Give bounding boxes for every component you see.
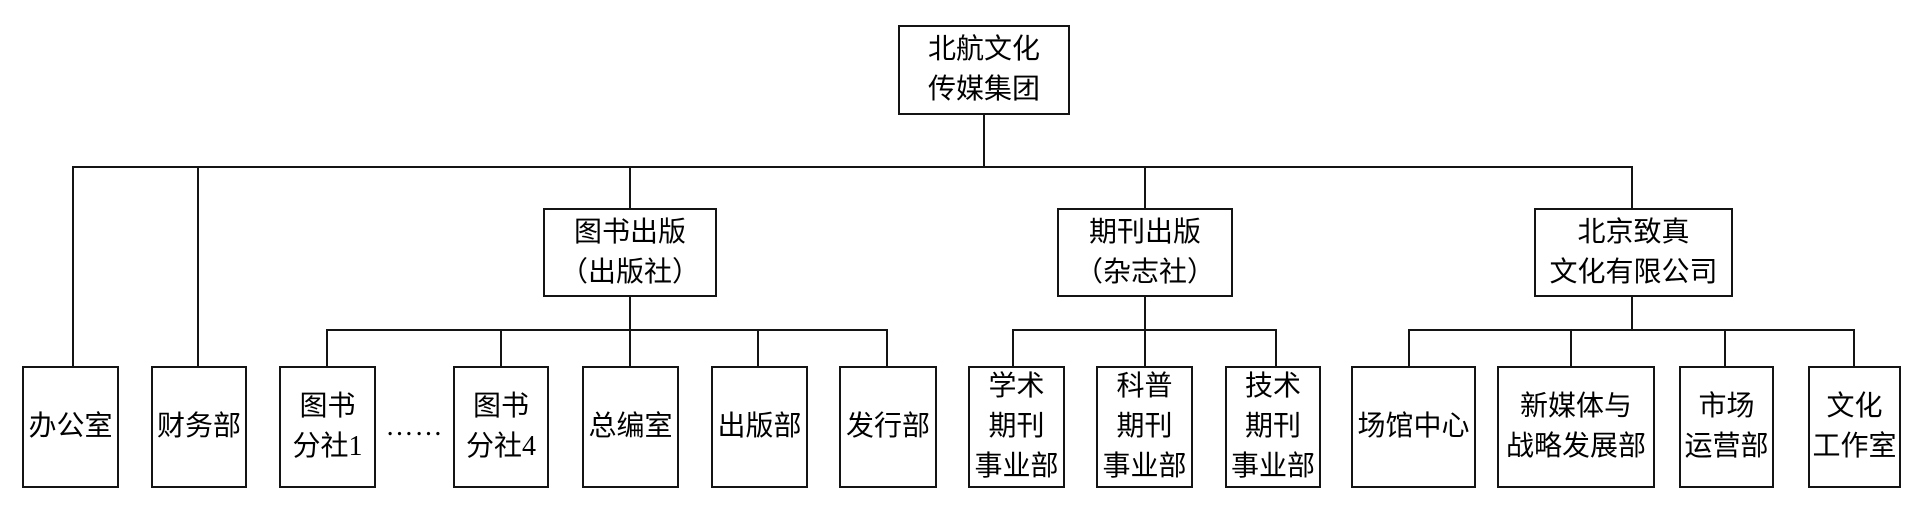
org-node-editorial: 总编室 [582,366,679,488]
org-node-culture: 文化 工作室 [1808,366,1901,488]
org-node-books: 图书出版 （出版社） [543,208,717,297]
node-label-line: 图书出版 [573,216,686,248]
connector-drop-venue [1408,329,1410,366]
org-node-distribution: 发行部 [839,366,937,488]
org-node-market: 市场 运营部 [1679,366,1774,488]
node-label-line: （出版社） [559,256,700,288]
node-label-line: 办公室 [28,411,113,442]
node-label-line: 事业部 [1230,451,1315,482]
node-label-line: 科普 [1116,371,1173,402]
node-label-line: 文化有限公司 [1549,256,1718,288]
node-label-line: 财务部 [156,411,241,442]
node-label-line: 期刊 [1244,411,1301,442]
org-node-branch4: 图书 分社4 [453,366,549,488]
connector-drop-zhizhen [1631,166,1633,208]
node-label-line: 事业部 [974,451,1059,482]
connector-drop-branch4 [500,329,502,366]
node-label-line: 场馆中心 [1357,411,1470,442]
node-label-line: 运营部 [1684,431,1769,462]
org-node-finance: 财务部 [151,366,247,488]
org-node-technical: 技术 期刊 事业部 [1225,366,1321,488]
node-label-line: 分社4 [465,431,536,462]
org-node-publishing: 出版部 [711,366,808,488]
connector-drop-office [72,166,74,366]
node-label-line: 传媒集团 [927,74,1040,105]
node-label-line: 发行部 [845,411,930,442]
connector-zhizhen-stem [1631,297,1633,330]
org-node-branch1: 图书 分社1 [279,366,376,488]
node-label-line: 总编室 [588,411,673,442]
org-node-venue: 场馆中心 [1351,366,1476,488]
connector-zhizhen-rail [1408,329,1855,331]
node-label-line: 事业部 [1102,451,1187,482]
node-label-line: 期刊 [988,411,1045,442]
node-label-line: 市场 [1698,391,1755,422]
node-label-line: 工作室 [1812,431,1897,462]
connector-drop-journals [1144,166,1146,208]
node-label-line: 期刊出版 [1088,216,1201,248]
ellipsis-between-branches: …… [385,411,444,442]
org-node-newmedia: 新媒体与 战略发展部 [1497,366,1655,488]
org-node-root: 北航文化 传媒集团 [898,25,1070,115]
org-node-journals: 期刊出版 （杂志社） [1057,208,1233,297]
node-label-line: 技术 [1244,371,1301,402]
connector-books-rail [326,329,888,331]
connector-drop-finance [197,166,199,366]
node-label-line: 图书 [299,391,356,422]
connector-drop-technical [1275,329,1277,366]
connector-drop-market [1724,329,1726,366]
org-node-office: 办公室 [22,366,119,488]
connector-drop-newmedia [1570,329,1572,366]
connector-drop-branch1 [326,329,328,366]
connector-books-stem [629,297,631,330]
connector-drop-academic [1012,329,1014,366]
connector-journals-stem [1144,297,1146,330]
node-label-line: 学术 [988,371,1045,402]
node-label-line: 北京致真 [1577,216,1690,248]
org-node-academic: 学术 期刊 事业部 [968,366,1065,488]
node-label-line: 出版部 [717,411,802,442]
connector-drop-publishing [757,329,759,366]
node-label-line: 文化 [1826,391,1883,422]
node-label-line: 期刊 [1116,411,1173,442]
org-node-zhizhen: 北京致真 文化有限公司 [1534,208,1733,297]
node-label-line: 北航文化 [927,34,1040,65]
org-node-popsci: 科普 期刊 事业部 [1096,366,1193,488]
connector-drop-editorial [629,329,631,366]
connector-main-rail [72,166,1633,168]
connector-drop-books [629,166,631,208]
connector-drop-distribution [886,329,888,366]
connector-drop-culture [1853,329,1855,366]
connector-drop-popsci [1144,329,1146,366]
node-label-line: 分社1 [292,431,363,462]
node-label-line: （杂志社） [1074,256,1215,288]
node-label-line: 战略发展部 [1505,431,1646,462]
node-label-line: 新媒体与 [1519,391,1632,422]
node-label-line: 图书 [472,391,529,422]
connector-root-stem [983,114,985,167]
